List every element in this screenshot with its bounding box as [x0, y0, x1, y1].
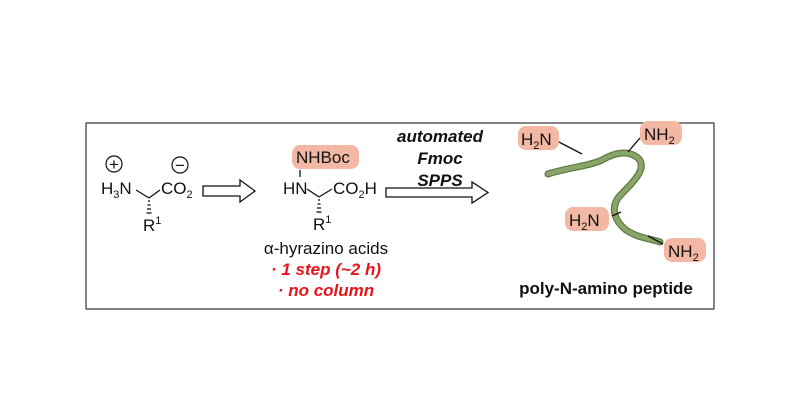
peptide-caption: poly-N-amino peptide	[519, 279, 693, 298]
product-nhboc-label: NHBoc	[296, 148, 350, 167]
reactant-r1-label: R1	[143, 215, 161, 235]
side-bond-tl	[556, 140, 583, 155]
condition-automated: automated	[397, 127, 484, 146]
minus-charge-sign: −	[175, 156, 185, 175]
poly-n-amino-peptide: H2N NH2 H2N NH2 poly-N-amino peptide	[518, 121, 706, 298]
condition-fmoc: Fmoc	[417, 149, 463, 168]
product-hashed-wedge	[316, 199, 322, 213]
side-bond-bl	[611, 211, 622, 217]
benefit-one-step: · 1 step (~2 h)	[271, 260, 381, 279]
amine-label-bl: H2N	[569, 211, 600, 233]
product-caption: α-hyrazino acids	[264, 239, 388, 258]
product-r1-label: R1	[313, 214, 331, 234]
side-bond-tr	[627, 137, 641, 153]
benefit-no-column: · no column	[278, 281, 374, 300]
reactant-amino-acid: + − H3N CO2 R1	[101, 155, 193, 235]
product-hn-label: HN	[283, 179, 308, 198]
nhboc-highlight	[292, 145, 359, 169]
scheme-frame	[85, 122, 715, 310]
plus-charge-sign: +	[109, 155, 119, 174]
amine-label-tr: NH2	[644, 125, 675, 147]
amine-label-tl: H2N	[521, 130, 552, 152]
product-bond-c-co2h	[318, 188, 333, 198]
product-hydrazino-acid: NHBoc HN CO2H R1 α-hyrazino acids · 1 st…	[264, 145, 388, 300]
retro-arrow	[202, 178, 257, 204]
plus-charge-circle	[105, 155, 123, 173]
amine-highlight-tr	[640, 121, 682, 145]
reactant-hashed-wedge	[146, 200, 152, 214]
amine-label-br: NH2	[668, 242, 699, 264]
condition-spps: SPPS	[417, 171, 463, 190]
reactant-bond-n-c	[135, 189, 150, 199]
amine-highlight-bl	[565, 207, 609, 231]
product-bond-n-c	[306, 188, 320, 198]
side-bond-br	[647, 235, 664, 245]
reactant-h3n-label: H3N	[101, 179, 132, 201]
minus-charge-circle	[171, 156, 189, 174]
amine-highlight-br	[664, 238, 706, 262]
amine-highlight-tl	[518, 126, 559, 150]
reactant-bond-c-co2	[148, 189, 161, 199]
forward-arrow	[385, 180, 490, 205]
reactant-co2-label: CO2	[161, 179, 193, 201]
peptide-backbone	[545, 150, 663, 245]
conditions-block: automated Fmoc SPPS	[385, 127, 490, 205]
product-co2h-label: CO2H	[333, 179, 377, 201]
